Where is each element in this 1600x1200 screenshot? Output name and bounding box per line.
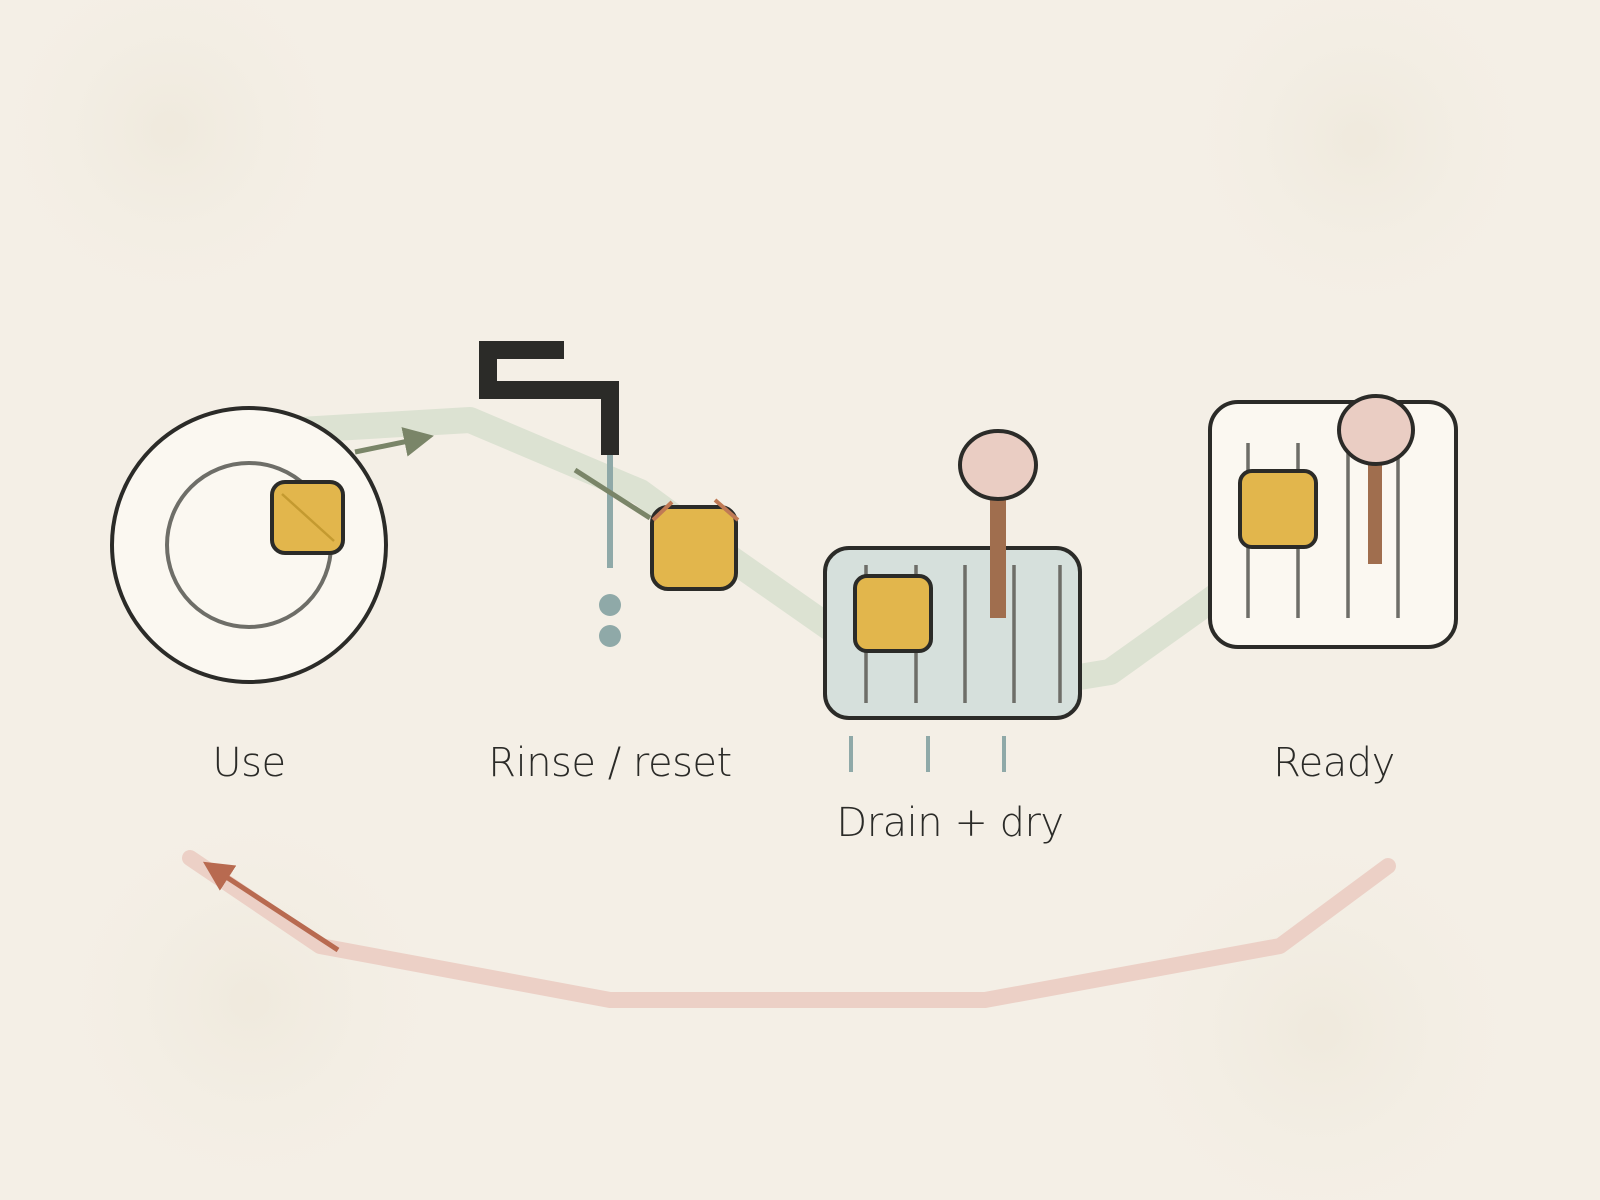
step-label-use: Use bbox=[212, 740, 286, 786]
return-arrow bbox=[202, 861, 340, 953]
flow-arrow-rinse bbox=[573, 467, 652, 521]
flow-arrow-use bbox=[354, 427, 434, 457]
step-label-ready: Ready bbox=[1273, 740, 1395, 786]
step-label-drain: Drain + dry bbox=[836, 800, 1064, 846]
faucet-icon bbox=[479, 341, 621, 647]
brush-icon bbox=[958, 429, 1038, 618]
plate-icon bbox=[110, 406, 388, 684]
return-path bbox=[182, 850, 1396, 1008]
sponge-icon bbox=[853, 574, 933, 653]
sponge-icon bbox=[650, 498, 740, 591]
brush-icon bbox=[1337, 394, 1415, 564]
sponge-icon bbox=[1238, 469, 1318, 549]
flow-path bbox=[287, 407, 1235, 703]
sponge-icon bbox=[270, 480, 345, 555]
background-glows bbox=[0, 0, 1560, 1200]
step-label-rinse: Rinse / reset bbox=[488, 740, 732, 786]
